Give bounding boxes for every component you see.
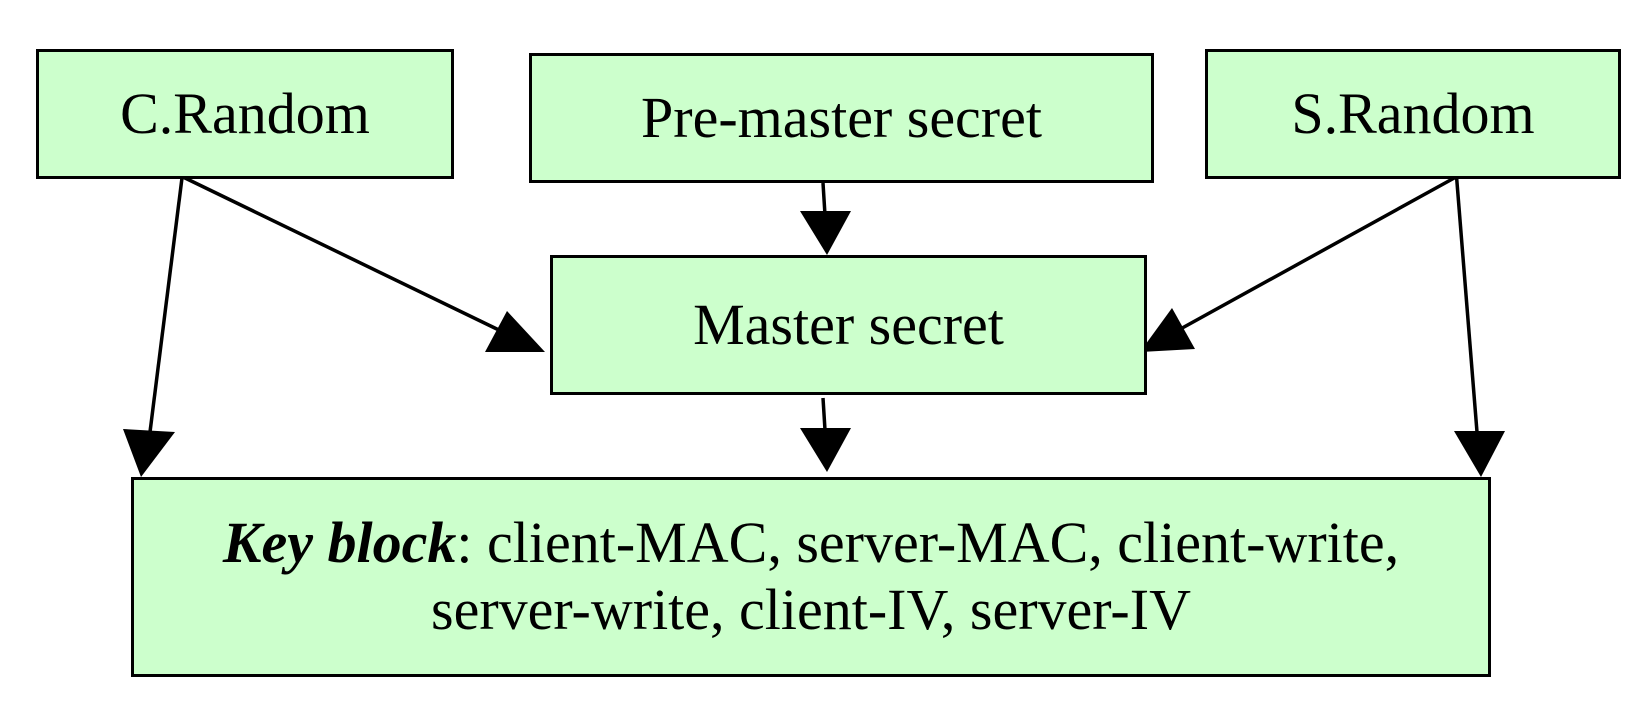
node-key-block-title: Key block (222, 510, 457, 576)
edge-crandom-to-master (182, 175, 545, 352)
node-c-random: C.Random (36, 49, 454, 179)
node-master-secret-label: Master secret (693, 291, 1004, 357)
node-c-random-label: C.Random (120, 80, 370, 146)
edge-srandom-to-keyblock (1454, 169, 1505, 477)
edge-premaster-to-master (800, 182, 851, 255)
edge-crandom-to-keyblock (123, 169, 185, 477)
node-master-secret: Master secret (550, 255, 1147, 395)
node-key-block-separator: : (456, 510, 473, 576)
node-key-block: Key block: client-MAC, server-MAC, clien… (131, 477, 1491, 677)
node-s-random: S.Random (1205, 49, 1621, 179)
edge-master-to-keyblock (800, 397, 851, 472)
node-key-block-items: client-MAC, server-MAC, client-write, se… (431, 510, 1400, 642)
edge-srandom-to-master (1140, 175, 1457, 352)
node-pre-master-secret: Pre-master secret (529, 53, 1154, 183)
node-s-random-label: S.Random (1291, 80, 1535, 146)
node-pre-master-secret-label: Pre-master secret (641, 84, 1042, 150)
node-key-block-text: Key block: client-MAC, server-MAC, clien… (194, 510, 1428, 643)
